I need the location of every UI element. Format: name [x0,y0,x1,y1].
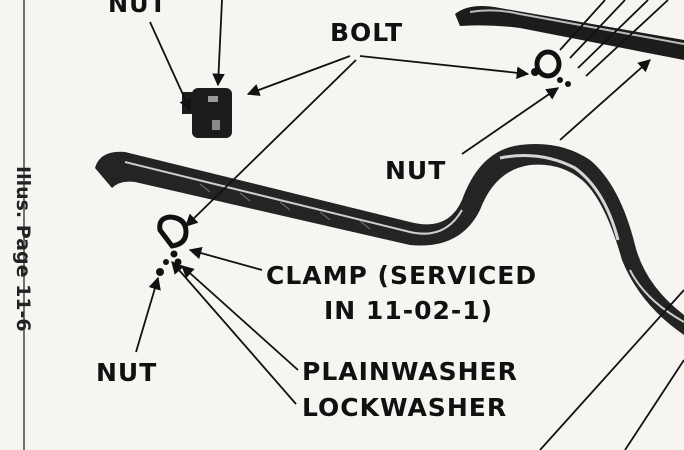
stabilizer-bar [95,144,684,335]
leader-lines [135,0,651,405]
upper-bar [455,6,684,60]
upper-clamp [531,49,571,87]
label-nut-top: NUT [108,0,167,18]
label-nut-left: NUT [96,358,158,387]
label-clamp-line1: CLAMP (SERVICED [266,261,538,290]
label-nut-middle: NUT [385,156,447,185]
label-plainwasher: PLAINWASHER [302,357,518,386]
label-bolt: BOLT [330,18,404,47]
label-lockwasher: LOCKWASHER [302,393,508,422]
side-caption: Illus. Page 11-6 [12,166,34,332]
upper-leader-lines [559,0,669,77]
lower-right-leader-lines [539,289,684,450]
label-clamp-line2: IN 11-02-1) [324,296,494,325]
lower-clamp [156,214,189,276]
bushing-assembly [182,88,232,138]
